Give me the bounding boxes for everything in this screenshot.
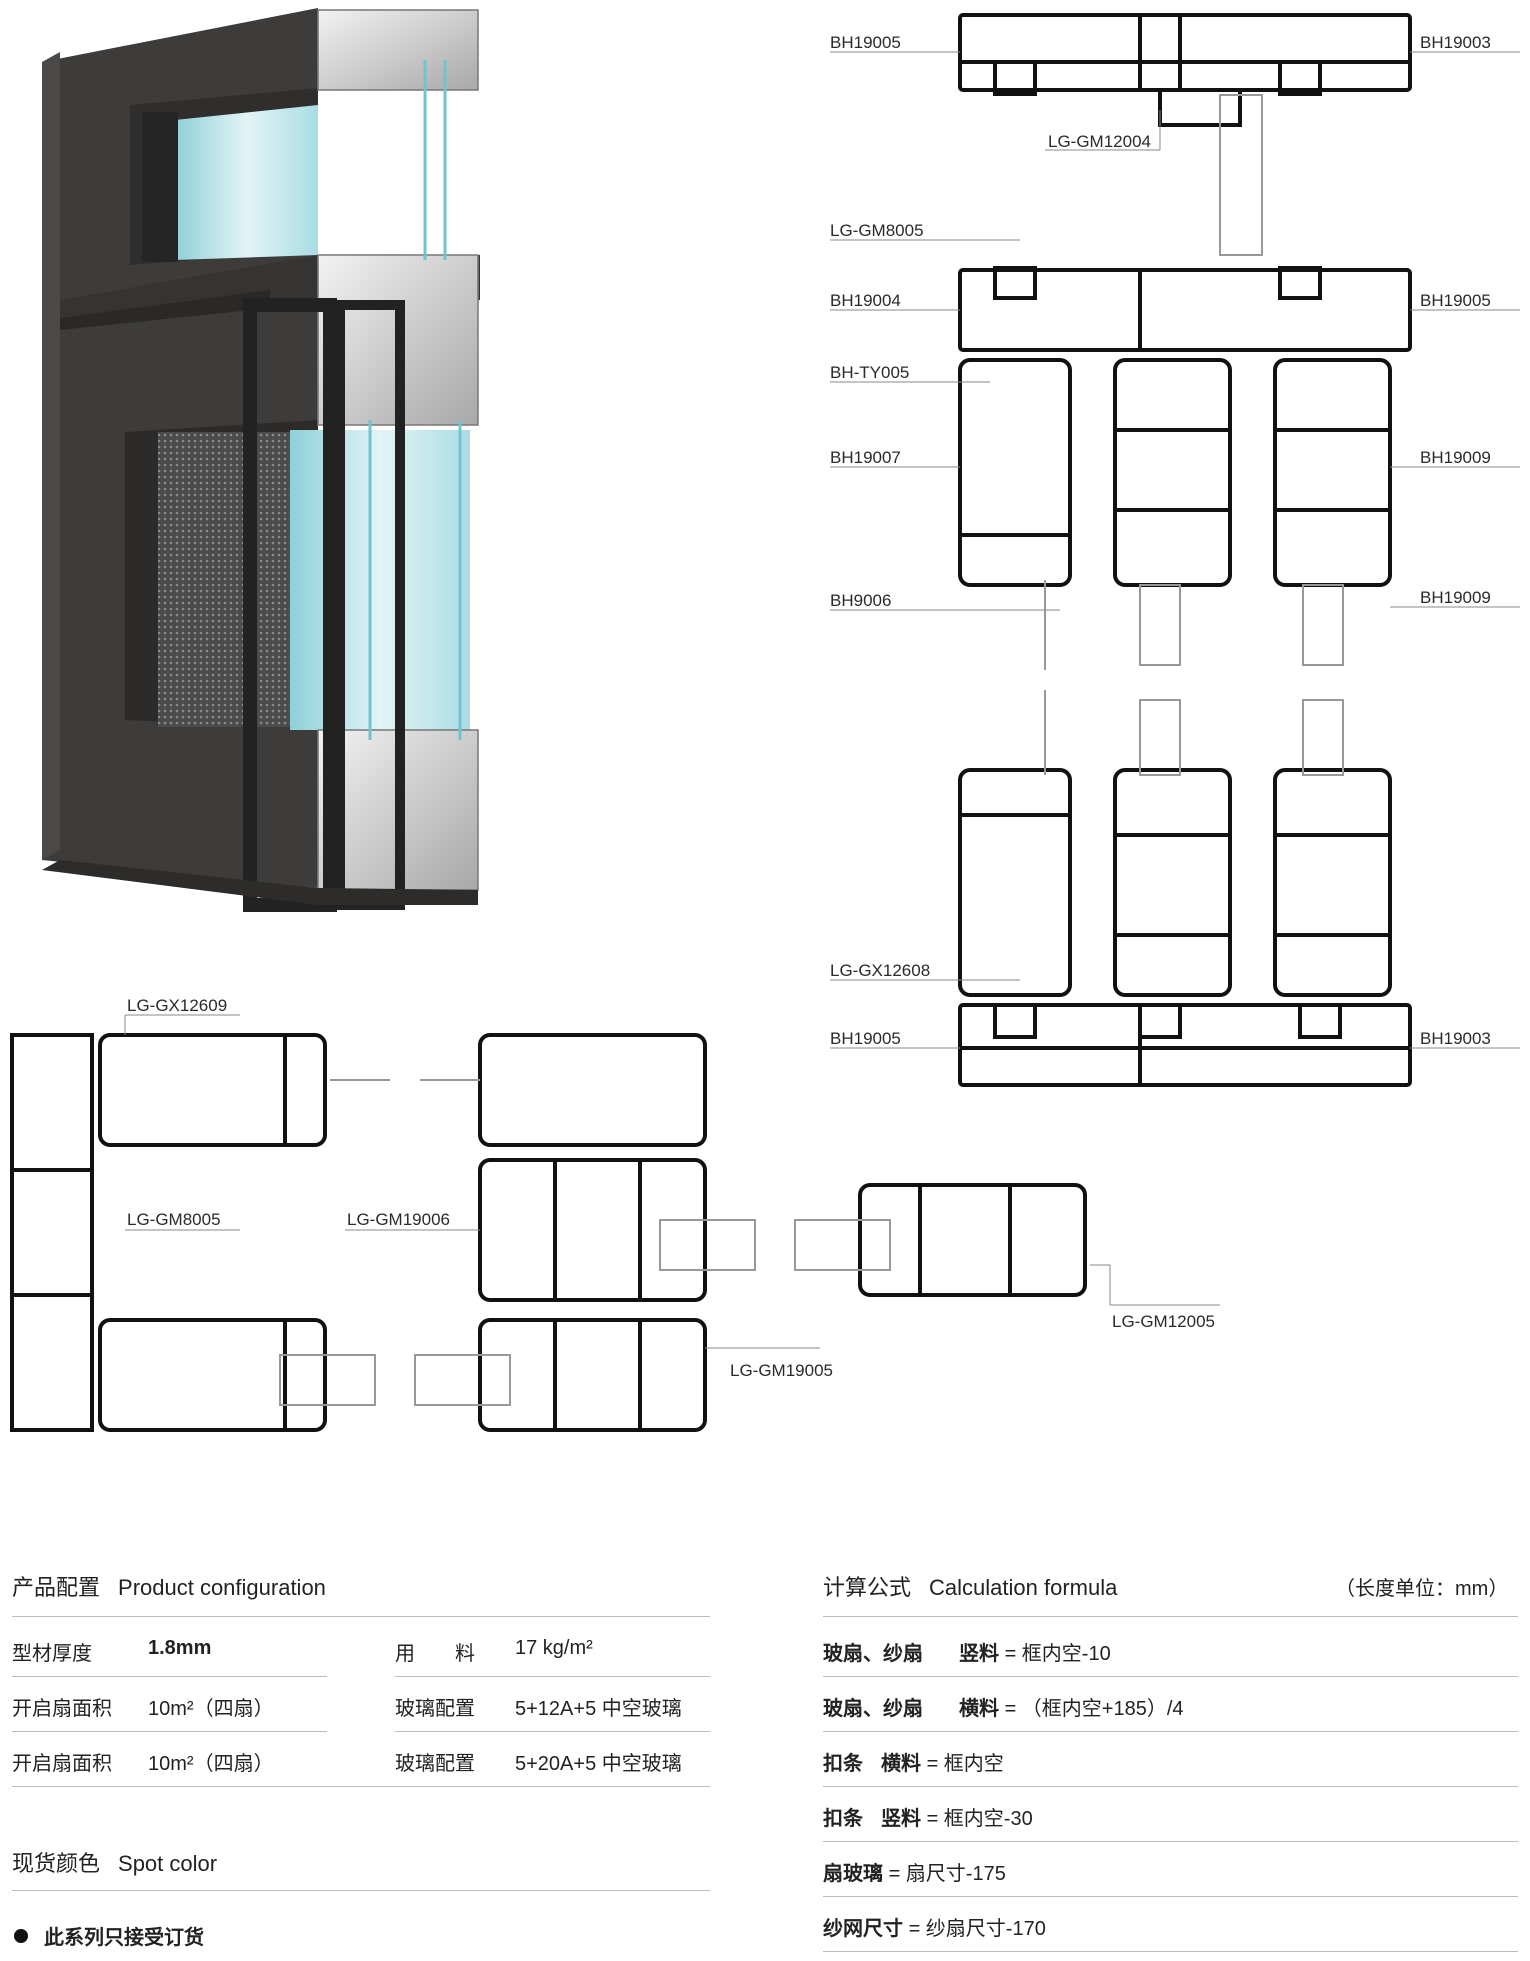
product-config-title: 产品配置 Product configuration (12, 1570, 326, 1602)
label-bh19003-bottom: BH19003 (1420, 1029, 1491, 1048)
config-value: 1.8mm (148, 1637, 212, 1659)
formula-subject: 扣条 (823, 1753, 863, 1775)
label-lg-gm12005: LG-GM12005 (1112, 1312, 1215, 1331)
formula-expression: = 扇尺寸-175 (888, 1863, 1006, 1885)
formula-row: 扣条竖料 = 框内空-30 (823, 1802, 1033, 1831)
label-bh-ty005: BH-TY005 (830, 363, 909, 382)
label-lg-gm19005: LG-GM19005 (730, 1361, 833, 1380)
config-key: 开启扇面积 (12, 1753, 112, 1775)
formula-row: 扣条横料 = 框内空 (823, 1747, 1004, 1776)
config-value: 5+20A+5 中空玻璃 (515, 1753, 682, 1775)
formula-subject: 玻扇、纱扇 (823, 1698, 923, 1720)
config-key: 用 料 (395, 1643, 475, 1665)
calc-formula-title-cn: 计算公式 (823, 1575, 912, 1600)
length-unit-note: （长度单位：mm） (1335, 1578, 1509, 1600)
config-key: 玻璃配置 (395, 1698, 475, 1720)
divider (823, 1841, 1518, 1842)
label-bh19003-top: BH19003 (1420, 33, 1491, 52)
calc-formula-title: 计算公式 Calculation formula (823, 1570, 1117, 1602)
label-bh19004: BH19004 (830, 291, 901, 310)
label-lg-gm19006: LG-GM19006 (347, 1210, 450, 1229)
label-lg-gx12609: LG-GX12609 (127, 996, 227, 1015)
divider (823, 1616, 1518, 1617)
divider (823, 1731, 1518, 1732)
formula-part: 横料 (881, 1753, 921, 1775)
calc-formula-title-en: Calculation formula (929, 1575, 1118, 1600)
formula-expression: = 框内空-30 (926, 1808, 1033, 1830)
divider (12, 1616, 710, 1617)
spot-color-title-cn: 现货颜色 (12, 1851, 101, 1876)
divider (823, 1676, 1518, 1677)
config-value: 17 kg/m² (515, 1637, 593, 1659)
label-bh9006: BH9006 (830, 591, 891, 610)
order-only-note: 此系列只接受订货 (44, 1927, 204, 1949)
vertical-section-drawing: BH19005 BH19003 LG-GM12004 LG-GM8005 BH1… (830, 13, 1520, 1087)
label-bh19005-mid: BH19005 (1420, 291, 1491, 310)
config-value: 10m²（四扇） (148, 1698, 274, 1720)
divider (823, 1896, 1518, 1897)
label-bh19005-top: BH19005 (830, 33, 901, 52)
horizontal-section-drawing: LG-GX12609 LG-GM8005 LG-GM19006 LG-GM120… (10, 996, 1220, 1432)
formula-part: 竖料 (959, 1643, 999, 1665)
config-key: 型材厚度 (12, 1643, 92, 1665)
formula-expression: = 框内空-10 (1004, 1643, 1111, 1665)
divider (12, 1676, 327, 1677)
label-bh19005-bottom: BH19005 (830, 1029, 901, 1048)
divider (12, 1786, 710, 1787)
spot-color-title-en: Spot color (118, 1851, 218, 1876)
divider (12, 1731, 327, 1732)
label-bh19007: BH19007 (830, 448, 901, 467)
formula-row: 纱网尺寸 = 纱扇尺寸-170 (823, 1912, 1046, 1941)
label-lg-gm8005-bottom: LG-GM8005 (127, 1210, 221, 1229)
divider (823, 1786, 1518, 1787)
formula-part: 纱网尺寸 (823, 1918, 903, 1940)
formula-expression: = 纱扇尺寸-170 (908, 1918, 1046, 1940)
config-key: 玻璃配置 (395, 1753, 475, 1775)
formula-row: 玻扇、纱扇 竖料 = 框内空-10 (823, 1637, 1111, 1666)
product-config-title-cn: 产品配置 (12, 1575, 101, 1600)
formula-part: 竖料 (881, 1808, 921, 1830)
divider (12, 1890, 710, 1891)
bullet-icon (14, 1929, 28, 1943)
label-lg-gx12608: LG-GX12608 (830, 961, 930, 980)
formula-expression: = （框内空+185）/4 (1004, 1698, 1184, 1720)
divider (395, 1676, 710, 1677)
formula-expression: = 框内空 (926, 1753, 1004, 1775)
divider (395, 1731, 710, 1732)
formula-row: 扇玻璃 = 扇尺寸-175 (823, 1857, 1006, 1886)
formula-subject: 扣条 (823, 1808, 863, 1830)
label-bh19009-a: BH19009 (1420, 448, 1491, 467)
window-3d-rendering (42, 8, 480, 912)
label-bh19009-b: BH19009 (1420, 588, 1491, 607)
label-lg-gm12004: LG-GM12004 (1048, 132, 1151, 151)
formula-subject: 玻扇、纱扇 (823, 1643, 923, 1665)
divider (823, 1951, 1518, 1952)
config-key: 开启扇面积 (12, 1698, 112, 1720)
config-value: 5+12A+5 中空玻璃 (515, 1698, 682, 1720)
label-lg-gm8005-top: LG-GM8005 (830, 221, 924, 240)
spot-color-title: 现货颜色 Spot color (12, 1846, 217, 1878)
config-value: 10m²（四扇） (148, 1753, 274, 1775)
formula-part: 横料 (959, 1698, 999, 1720)
formula-part: 扇玻璃 (823, 1863, 883, 1885)
formula-row: 玻扇、纱扇 横料 = （框内空+185）/4 (823, 1692, 1184, 1721)
product-config-title-en: Product configuration (118, 1575, 326, 1600)
